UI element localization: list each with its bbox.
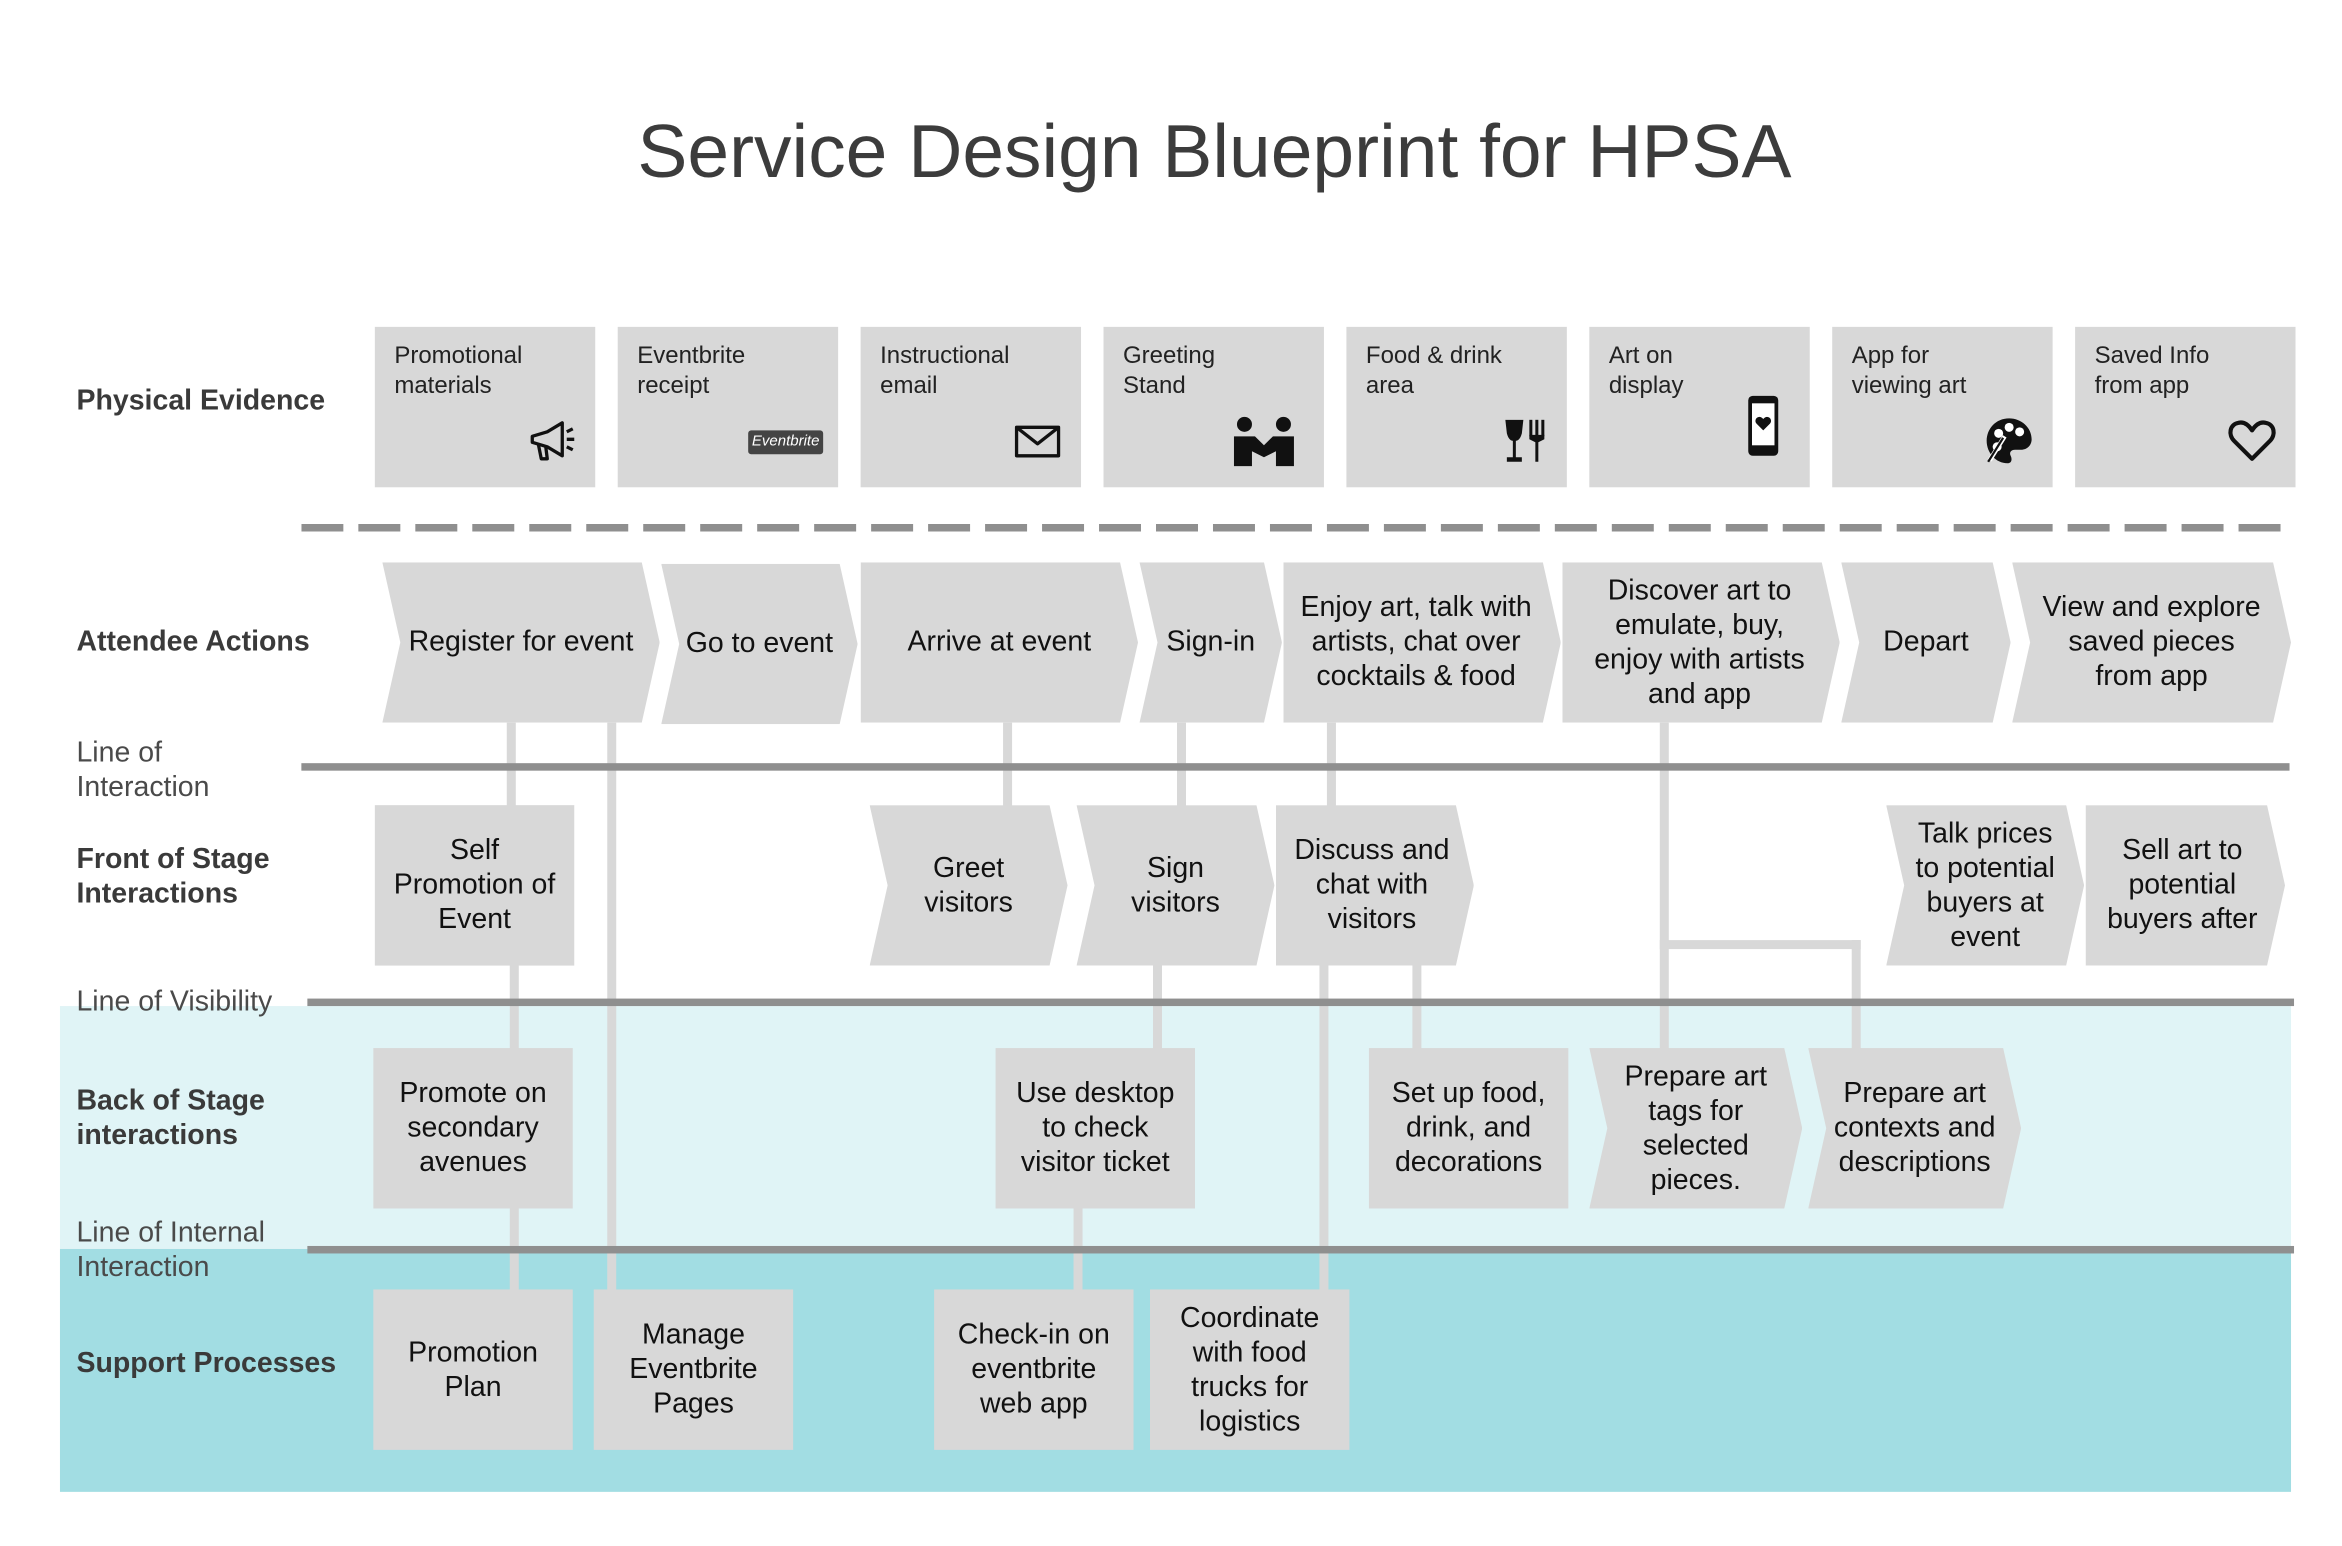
megaphone-icon <box>526 415 577 466</box>
front-greet-visitors: Greet visitors <box>870 805 1068 965</box>
support-check-in-web-app: Check-in on eventbrite web app <box>934 1289 1134 1450</box>
row-label-physical-evidence: Physical Evidence <box>76 385 326 417</box>
palette-icon <box>1984 415 2035 466</box>
eventbrite-logo-icon: Eventbrite <box>748 430 824 455</box>
evidence-card-saved-info-from-app: Saved Info from app <box>2075 326 2296 488</box>
phone-heart-icon <box>1747 394 1780 457</box>
evidence-label: Eventbrite receipt <box>637 343 746 399</box>
evidence-label: Food & drink area <box>1365 343 1502 399</box>
front-sell-art: Sell art to potential buyers after <box>2086 805 2285 965</box>
evidence-label: App for viewing art <box>1851 343 1967 399</box>
action-enjoy-art: Enjoy art, talk with artists, chat over … <box>1283 562 1560 722</box>
support-manage-eventbrite: Manage Eventbrite Pages <box>593 1289 794 1450</box>
eventbrite-logo-text: Eventbrite <box>751 433 820 450</box>
evidence-label: Promotional materials <box>394 343 523 399</box>
page-title: Service Design Blueprint for HPSA <box>637 109 1792 194</box>
back-promote-secondary: Promote on secondary avenues <box>373 1048 573 1209</box>
line-label-internal-interaction: Line of Internal Interaction <box>76 1217 265 1284</box>
front-self-promotion: Self Promotion of Event <box>374 805 575 966</box>
line-of-internal-interaction <box>307 1245 2295 1254</box>
back-prepare-art-tags: Prepare art tags for selected pieces. <box>1589 1048 1802 1208</box>
connector <box>1319 959 1329 1297</box>
connector <box>607 722 617 1296</box>
support-coordinate-food-trucks: Coordinate with food trucks for logistic… <box>1150 1289 1350 1450</box>
action-register-for-event: Register for event <box>382 562 659 722</box>
back-prepare-art-contexts: Prepare art contexts and descriptions <box>1808 1048 2021 1208</box>
line-of-interaction <box>301 763 2290 771</box>
connector <box>1659 940 1861 950</box>
row-label-support-processes: Support Processes <box>76 1347 337 1380</box>
line-of-visibility <box>307 998 2295 1007</box>
back-check-visitor-ticket: Use desktop to check visitor ticket <box>995 1048 1195 1209</box>
connector <box>1851 940 1861 1056</box>
evidence-card-app-for-viewing-art: App for viewing art <box>1832 326 2053 488</box>
heart-icon <box>2227 415 2278 466</box>
connector <box>1412 959 1422 1056</box>
wine-fork-icon <box>1498 415 1549 466</box>
evidence-card-promotional-materials: Promotional materials <box>374 326 596 488</box>
action-depart: Depart <box>1841 562 2010 722</box>
evidence-card-eventbrite-receipt: Eventbrite receipt Eventbrite <box>617 326 839 488</box>
action-sign-in: Sign-in <box>1140 562 1282 722</box>
front-sign-visitors: Sign visitors <box>1077 805 1275 965</box>
line-label-visibility: Line of Visibility <box>76 986 273 1019</box>
envelope-icon <box>1012 415 1063 466</box>
front-discuss-chat: Discuss and chat with visitors <box>1276 805 1474 965</box>
evidence-card-food-drink-area: Food & drink area <box>1346 326 1567 488</box>
evidence-card-instructional-email: Instructional email <box>860 326 1082 488</box>
row-label-attendee-actions: Attendee Actions <box>76 626 310 659</box>
evidence-label: Saved Info from app <box>2094 343 2210 399</box>
greeting-people-icon <box>1231 415 1297 467</box>
connector <box>1153 959 1163 1056</box>
connector <box>1659 722 1669 1056</box>
evidence-label: Art on display <box>1608 343 1684 399</box>
front-talk-prices: Talk prices to potential buyers at event <box>1886 805 2084 965</box>
evidence-label: Greeting Stand <box>1123 343 1216 399</box>
support-promotion-plan: Promotion Plan <box>373 1289 573 1450</box>
evidence-card-art-on-display: Art on display <box>1589 326 1810 488</box>
evidence-card-greeting-stand: Greeting Stand <box>1103 326 1324 488</box>
evidence-label: Instructional email <box>880 343 1010 399</box>
action-arrive-at-event: Arrive at event <box>861 562 1138 722</box>
action-view-saved-pieces: View and explore saved pieces from app <box>2012 562 2291 722</box>
action-discover-art: Discover art to emulate, buy, enjoy with… <box>1562 562 1839 722</box>
line-label-interaction: Line of Interaction <box>76 737 210 804</box>
row-label-back-of-stage: Back of Stage interactions <box>76 1085 265 1152</box>
action-go-to-event: Go to event <box>661 564 857 724</box>
physical-evidence-separator <box>301 524 2290 532</box>
row-label-front-of-stage: Front of Stage Interactions <box>76 844 270 911</box>
back-set-up-food: Set up food, drink, and decorations <box>1368 1048 1569 1209</box>
